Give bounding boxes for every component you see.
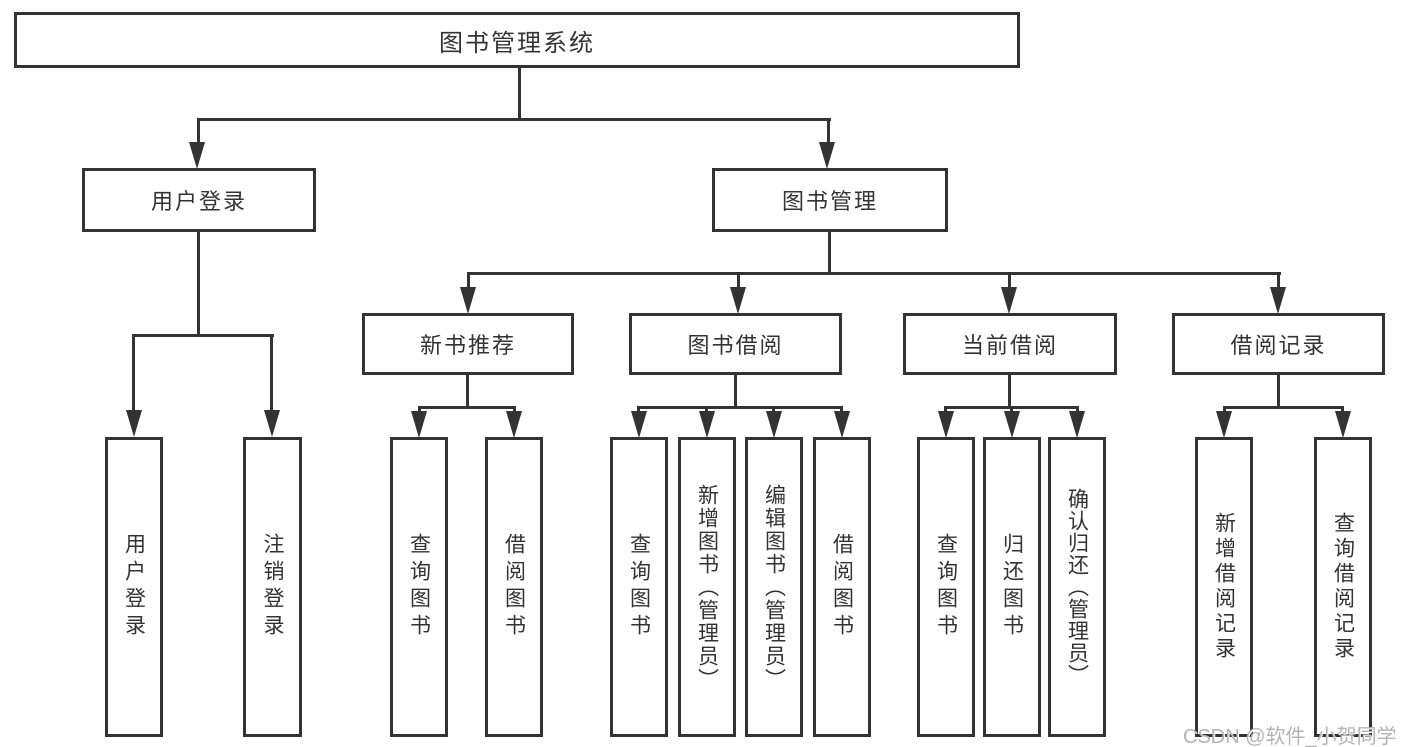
node-borrowing-records: 借阅记录	[1172, 313, 1385, 375]
connector-drop-book-mgmt	[827, 118, 830, 146]
leaf-cb-return-books: 归还图书	[983, 437, 1041, 737]
leaf-label: 用户登录	[122, 533, 146, 641]
leaf-label: 查询借阅记录	[1331, 512, 1355, 662]
node-label: 图书借阅	[687, 333, 784, 358]
arrow-to-cb-query	[938, 411, 954, 438]
leaf-label: 注销登录	[261, 533, 284, 641]
connector-borrow-records-horizontal	[1223, 406, 1344, 409]
connector-drop-current-borrow	[1008, 272, 1011, 290]
arrow-to-br-query	[1335, 411, 1351, 438]
leaf-bb-borrow-books: 借阅图书	[813, 437, 871, 737]
leaf-label: 新增借阅记录	[1212, 512, 1236, 662]
leaf-label: 借阅图书	[830, 533, 854, 641]
connector-drop-logout-leaf	[270, 334, 273, 413]
leaf-label: 查询图书	[934, 533, 958, 641]
leaf-cb-confirm-return-admin: 确认归还（管理员）	[1048, 437, 1106, 737]
arrow-to-login-leaf	[126, 410, 142, 437]
arrow-to-new-book-rec	[460, 287, 476, 314]
leaf-label: 借阅图书	[502, 533, 526, 641]
connector-current-borrow-stem	[1008, 373, 1011, 409]
arrow-to-nb-query	[411, 411, 427, 438]
arrow-to-bb-add	[699, 411, 715, 438]
connector-drop-bb-edit	[772, 406, 775, 414]
arrow-to-bb-borrow	[834, 411, 850, 438]
leaf-nb-borrow-books: 借阅图书	[485, 437, 543, 737]
connector-drop-cb-return	[1010, 406, 1013, 414]
connector-book-borrow-horizontal	[637, 406, 843, 409]
leaf-label: 查询图书	[407, 533, 431, 641]
leaf-bb-add-books-admin: 新增图书（管理员）	[678, 437, 736, 737]
connector-root-stem	[518, 66, 521, 120]
connector-drop-book-borrow	[737, 272, 740, 290]
connector-root-horizontal	[197, 118, 831, 121]
connector-drop-bb-query	[637, 406, 640, 414]
connector-drop-br-query	[1341, 406, 1344, 414]
leaf-logout: 注销登录	[243, 437, 302, 737]
node-label: 图书管理	[781, 189, 878, 214]
connector-drop-new-book-rec	[467, 272, 470, 290]
arrow-to-current-borrow	[1001, 287, 1017, 314]
arrow-to-book-mgmt	[819, 142, 835, 169]
connector-drop-nb-query	[418, 406, 421, 414]
connector-drop-bb-borrow	[840, 406, 843, 414]
connector-drop-bb-add	[705, 406, 708, 414]
arrow-to-cb-confirm	[1069, 411, 1085, 438]
connector-drop-cb-query	[944, 406, 947, 414]
leaf-br-add-borrow-record: 新增借阅记录	[1195, 437, 1253, 737]
arrow-to-nb-borrow	[506, 411, 522, 438]
arrow-to-cb-return	[1004, 411, 1020, 438]
node-label: 图书管理系统	[439, 29, 595, 57]
node-user-login-module: 用户登录	[82, 168, 316, 232]
leaf-user-login: 用户登录	[105, 437, 163, 737]
leaf-bb-query-books: 查询图书	[610, 437, 668, 737]
leaf-label: 确认归还（管理员）	[1065, 488, 1089, 686]
arrow-to-bb-query	[631, 411, 647, 438]
arrow-to-logout-leaf	[264, 410, 280, 437]
node-new-book-recommend: 新书推荐	[362, 313, 574, 375]
leaf-nb-query-books: 查询图书	[390, 437, 448, 737]
arrow-to-borrow-records	[1270, 287, 1286, 314]
csdn-watermark: CSDN @软件_小贺同学	[1183, 726, 1397, 747]
leaf-br-query-borrow-record: 查询借阅记录	[1314, 437, 1372, 737]
leaf-cb-query-books: 查询图书	[917, 437, 975, 737]
arrow-to-bb-edit	[766, 411, 782, 438]
arrow-to-user-login	[189, 142, 205, 169]
arrow-to-br-add	[1216, 411, 1232, 438]
leaf-label: 查询图书	[627, 533, 651, 641]
connector-level3-horizontal	[467, 272, 1281, 275]
connector-drop-borrow-records	[1277, 272, 1280, 290]
arrow-to-book-borrow	[730, 287, 746, 314]
node-label: 新书推荐	[419, 333, 516, 358]
connector-drop-cb-confirm	[1076, 406, 1079, 414]
connector-drop-nb-borrow	[513, 406, 516, 414]
connector-new-book-rec-stem	[466, 373, 469, 409]
connector-user-login-horizontal	[132, 334, 274, 337]
connector-new-book-rec-horizontal	[418, 406, 516, 409]
connector-borrow-records-stem	[1277, 373, 1280, 409]
node-book-management-module: 图书管理	[712, 168, 948, 232]
node-book-borrowing: 图书借阅	[629, 313, 842, 375]
leaf-label: 新增图书（管理员）	[695, 483, 719, 691]
connector-drop-login-leaf	[132, 334, 135, 413]
node-root-library-system: 图书管理系统	[14, 12, 1020, 68]
connector-drop-br-add	[1223, 406, 1226, 414]
leaf-label: 编辑图书（管理员）	[762, 483, 786, 691]
connector-book-borrow-stem	[734, 373, 737, 409]
node-label: 当前借阅	[961, 333, 1058, 358]
node-label: 用户登录	[150, 189, 247, 214]
node-label: 借阅记录	[1230, 333, 1327, 358]
node-current-borrowing: 当前借阅	[903, 313, 1117, 375]
connector-book-mgmt-stem	[828, 230, 831, 275]
leaf-bb-edit-books-admin: 编辑图书（管理员）	[745, 437, 803, 737]
connector-drop-user-login	[197, 118, 200, 146]
connector-user-login-stem	[197, 230, 200, 337]
leaf-label: 归还图书	[1000, 533, 1024, 641]
